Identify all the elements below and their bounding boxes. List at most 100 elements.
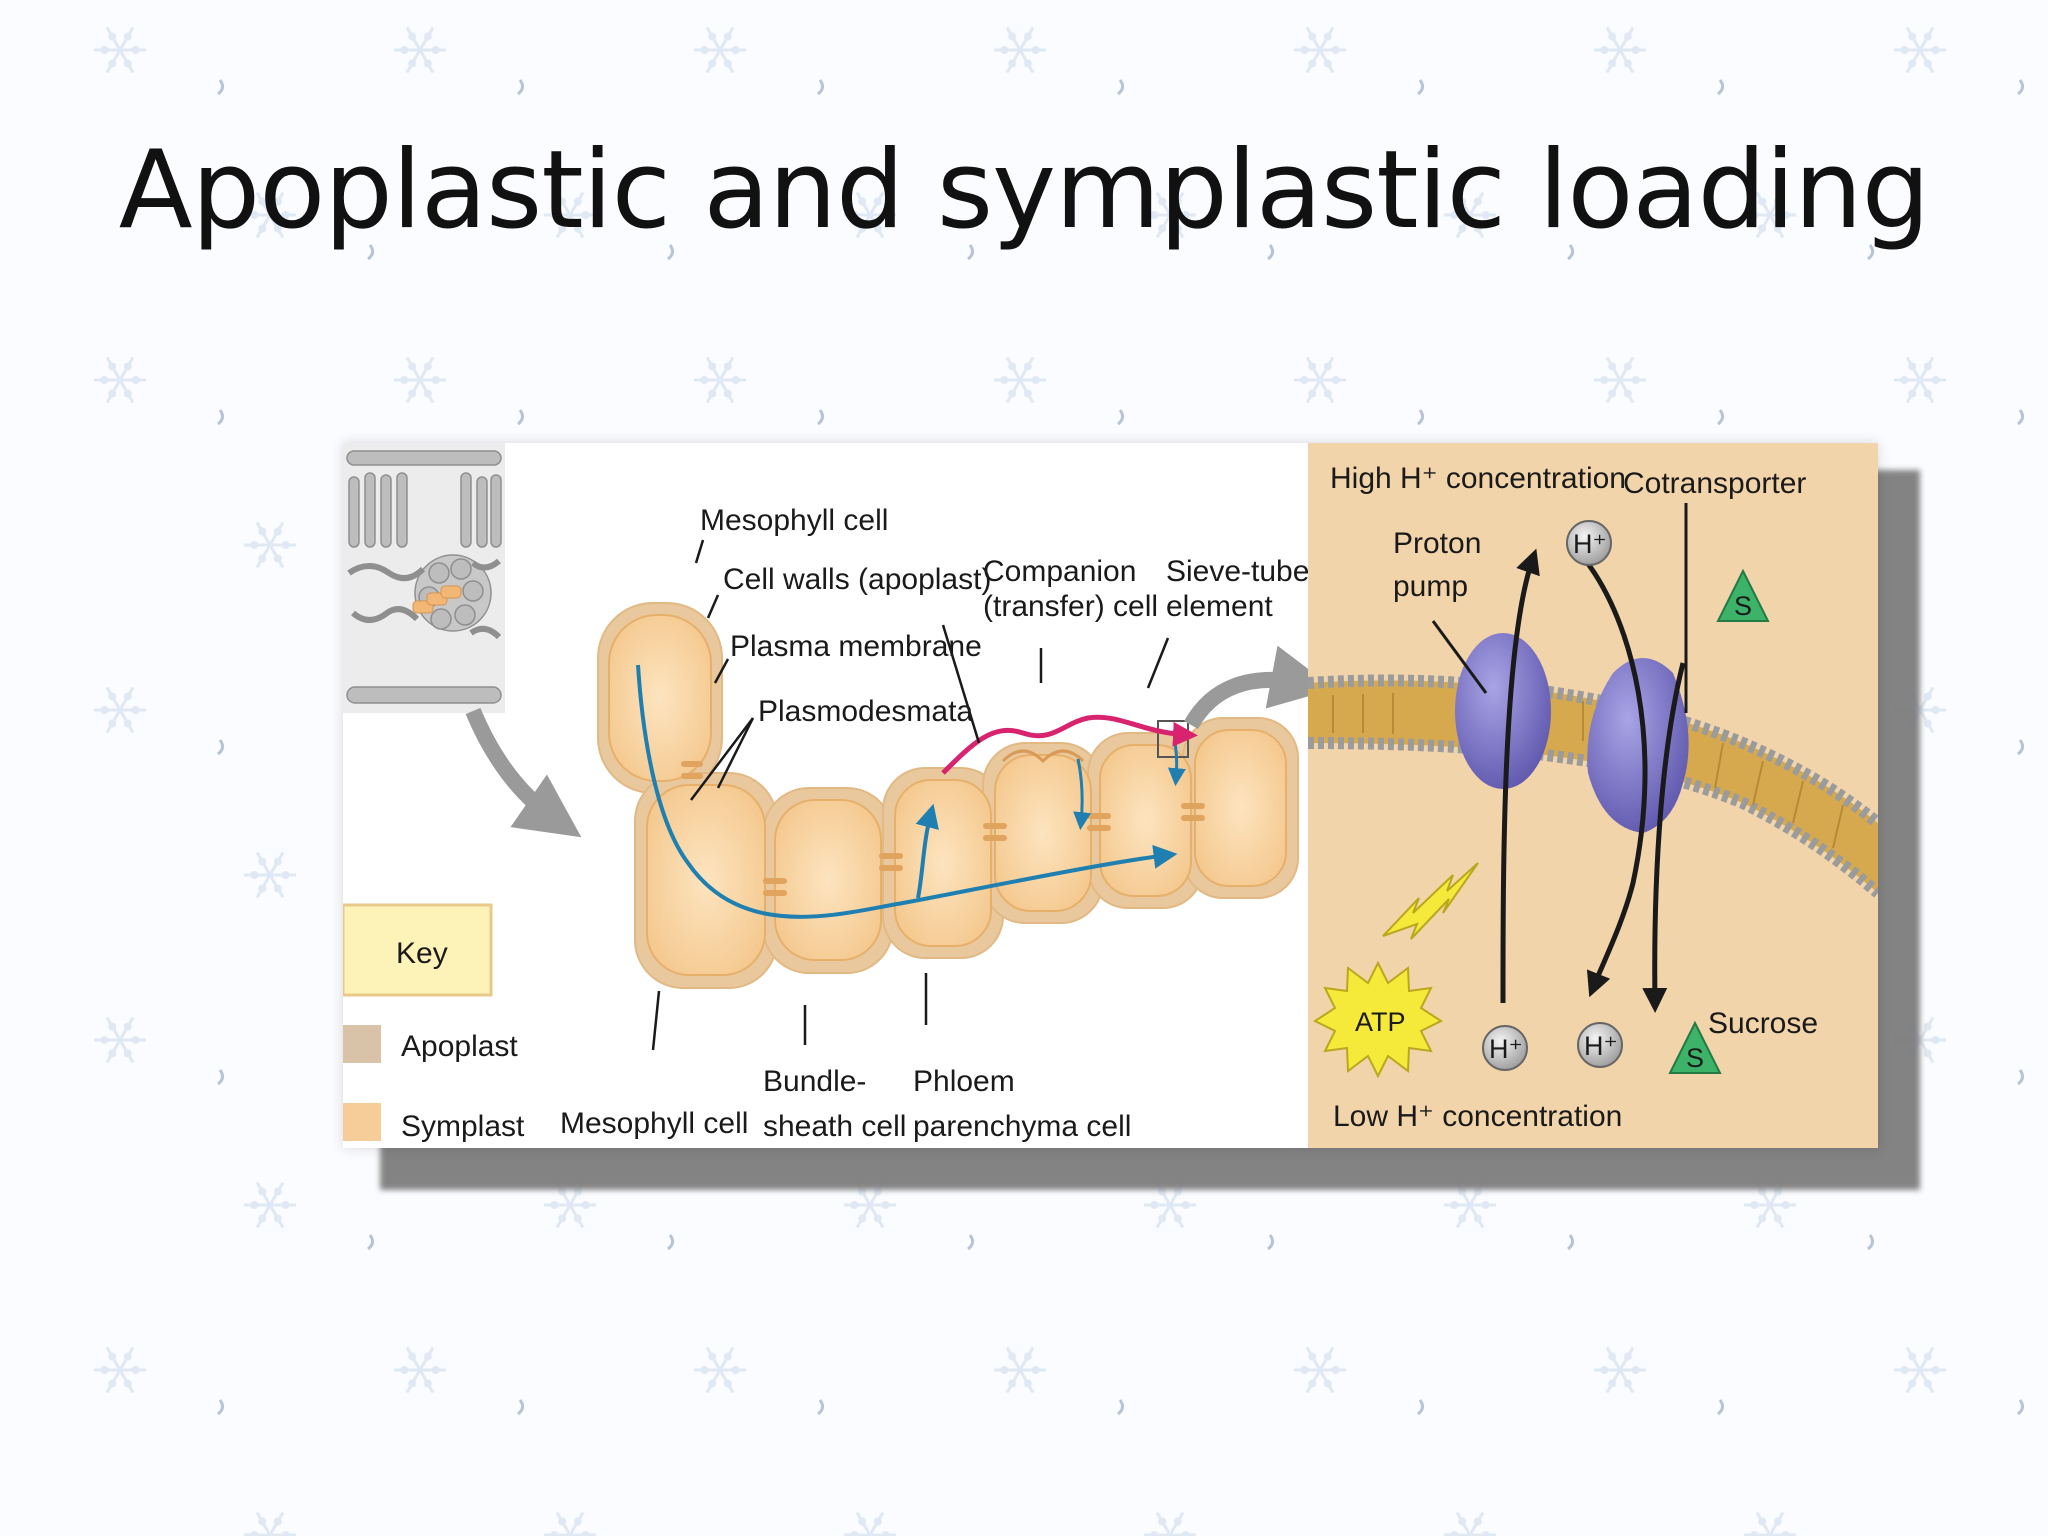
swirl-mark bbox=[217, 1399, 225, 1416]
label-phloem-2: parenchyma cell bbox=[913, 1110, 1131, 1143]
swirl-mark bbox=[217, 1069, 225, 1086]
h-ion-top: H⁺ bbox=[1566, 520, 1612, 566]
snowflake-icon bbox=[94, 356, 146, 404]
swirl-mark bbox=[817, 79, 825, 96]
sucrose-marker-top: S bbox=[1716, 568, 1770, 622]
membrane bbox=[1308, 680, 1878, 893]
label-companion-2: (transfer) cell bbox=[983, 590, 1158, 623]
svg-text:H⁺: H⁺ bbox=[1573, 529, 1607, 559]
snowflake-icon bbox=[394, 356, 446, 404]
snowflake-icon bbox=[1744, 1511, 1796, 1536]
snowflake-icon bbox=[394, 26, 446, 74]
swirl-mark bbox=[667, 1234, 675, 1251]
symplastic-branch-arrow bbox=[915, 803, 939, 899]
snowflake-icon bbox=[994, 1346, 1046, 1394]
swirl-mark bbox=[1117, 409, 1125, 426]
key-title: Key bbox=[396, 937, 448, 970]
snowflake-icon bbox=[544, 1511, 596, 1536]
snowflake-icon bbox=[244, 1181, 296, 1229]
snowflake-icon bbox=[1294, 356, 1346, 404]
phloem-loading-diagram: Mesophyll cell Cell walls (apoplast) Pla… bbox=[343, 443, 1878, 1148]
swirl-mark bbox=[1867, 244, 1875, 261]
snowflake-icon bbox=[1294, 26, 1346, 74]
swirl-mark bbox=[1717, 409, 1725, 426]
snowflake-icon bbox=[544, 191, 596, 239]
snowflake-icon bbox=[244, 851, 296, 899]
snowflake-icon bbox=[844, 191, 896, 239]
label-leaders bbox=[651, 539, 1170, 1051]
key-apoplast-label: Apoplast bbox=[401, 1030, 518, 1063]
swirl-mark bbox=[667, 244, 675, 261]
swirl-mark bbox=[1117, 1399, 1125, 1416]
snowflake-icon bbox=[1594, 1346, 1646, 1394]
swirl-mark bbox=[217, 79, 225, 96]
label-companion-1: Companion bbox=[983, 555, 1136, 588]
swirl-mark bbox=[1567, 244, 1575, 261]
diagram-figure: Mesophyll cell Cell walls (apoplast) Pla… bbox=[343, 443, 1878, 1148]
snowflake-icon bbox=[844, 1511, 896, 1536]
swirl-mark bbox=[517, 79, 525, 96]
label-bundle-2: sheath cell bbox=[763, 1110, 906, 1143]
swirl-mark bbox=[1717, 79, 1725, 96]
slide-title: Apoplastic and symplastic loading bbox=[118, 128, 1930, 253]
h-ion-bottom-left: H⁺ bbox=[1482, 1025, 1528, 1071]
leaf-cross-section-thumbnail bbox=[343, 443, 505, 713]
snowflake-icon bbox=[1894, 1346, 1946, 1394]
swirl-mark bbox=[2017, 79, 2025, 96]
h-ion-bottom-right: H⁺ bbox=[1577, 1022, 1623, 1068]
companion-down-arrow bbox=[1073, 758, 1092, 831]
svg-text:S: S bbox=[1734, 591, 1752, 621]
atp-label: ATP bbox=[1355, 1007, 1406, 1037]
label-bundle-1: Bundle- bbox=[763, 1065, 866, 1098]
snowflake-icon bbox=[94, 1016, 146, 1064]
swirl-mark bbox=[367, 244, 375, 261]
label-sucrose: Sucrose bbox=[1708, 1007, 1818, 1040]
snowflake-icon bbox=[244, 1511, 296, 1536]
snowflake-icon bbox=[994, 356, 1046, 404]
snowflake-icon bbox=[1294, 1346, 1346, 1394]
proton-pump-protein bbox=[1455, 633, 1551, 789]
snowflake-icon bbox=[1144, 191, 1196, 239]
snowflake-icon bbox=[1444, 191, 1496, 239]
swirl-mark bbox=[1567, 1234, 1575, 1251]
snowflake-icon bbox=[1444, 1511, 1496, 1536]
label-high-h-concentration: High H⁺ concentration bbox=[1330, 462, 1626, 495]
swirl-mark bbox=[1867, 1234, 1875, 1251]
label-cell-walls: Cell walls (apoplast) bbox=[723, 563, 991, 596]
key-box bbox=[343, 903, 493, 997]
svg-text:S: S bbox=[1686, 1043, 1704, 1073]
label-phloem-1: Phloem bbox=[913, 1065, 1015, 1098]
swirl-mark bbox=[817, 1399, 825, 1416]
label-cotransporter: Cotransporter bbox=[1623, 467, 1806, 500]
swirl-mark bbox=[1267, 244, 1275, 261]
snowflake-icon bbox=[244, 191, 296, 239]
swirl-mark bbox=[2017, 409, 2025, 426]
snowflake-icon bbox=[94, 26, 146, 74]
label-low-h-concentration: Low H⁺ concentration bbox=[1333, 1100, 1622, 1133]
key-legend: Key Apoplast Symplast bbox=[343, 903, 525, 1143]
zoom-arrow-right bbox=[1184, 645, 1335, 730]
swirl-mark bbox=[817, 409, 825, 426]
sucrose-marker-bottom: S bbox=[1668, 1020, 1722, 1074]
snowflake-icon bbox=[1594, 356, 1646, 404]
swirl-mark bbox=[517, 409, 525, 426]
key-symplast-label: Symplast bbox=[401, 1110, 525, 1143]
svg-text:H⁺: H⁺ bbox=[1489, 1034, 1523, 1064]
swirl-mark bbox=[367, 1234, 375, 1251]
snowflake-icon bbox=[244, 521, 296, 569]
atp-starburst: ATP bbox=[1312, 960, 1444, 1079]
snowflake-icon bbox=[694, 356, 746, 404]
swirl-mark bbox=[217, 739, 225, 756]
snowflake-icon bbox=[394, 1346, 446, 1394]
snowflake-icon bbox=[1144, 1181, 1196, 1229]
zoom-arrow-left bbox=[465, 707, 582, 838]
label-plasma-membrane: Plasma membrane bbox=[730, 630, 982, 663]
label-sieve-1: Sieve-tube bbox=[1166, 555, 1309, 588]
swirl-mark bbox=[967, 1234, 975, 1251]
swirl-mark bbox=[1417, 79, 1425, 96]
label-proton-1: Proton bbox=[1393, 527, 1481, 560]
swirl-mark bbox=[1717, 1399, 1725, 1416]
energy-bolt-icon bbox=[1382, 862, 1479, 940]
snowflake-icon bbox=[694, 1346, 746, 1394]
right-panel-leaders bbox=[1431, 503, 1688, 713]
